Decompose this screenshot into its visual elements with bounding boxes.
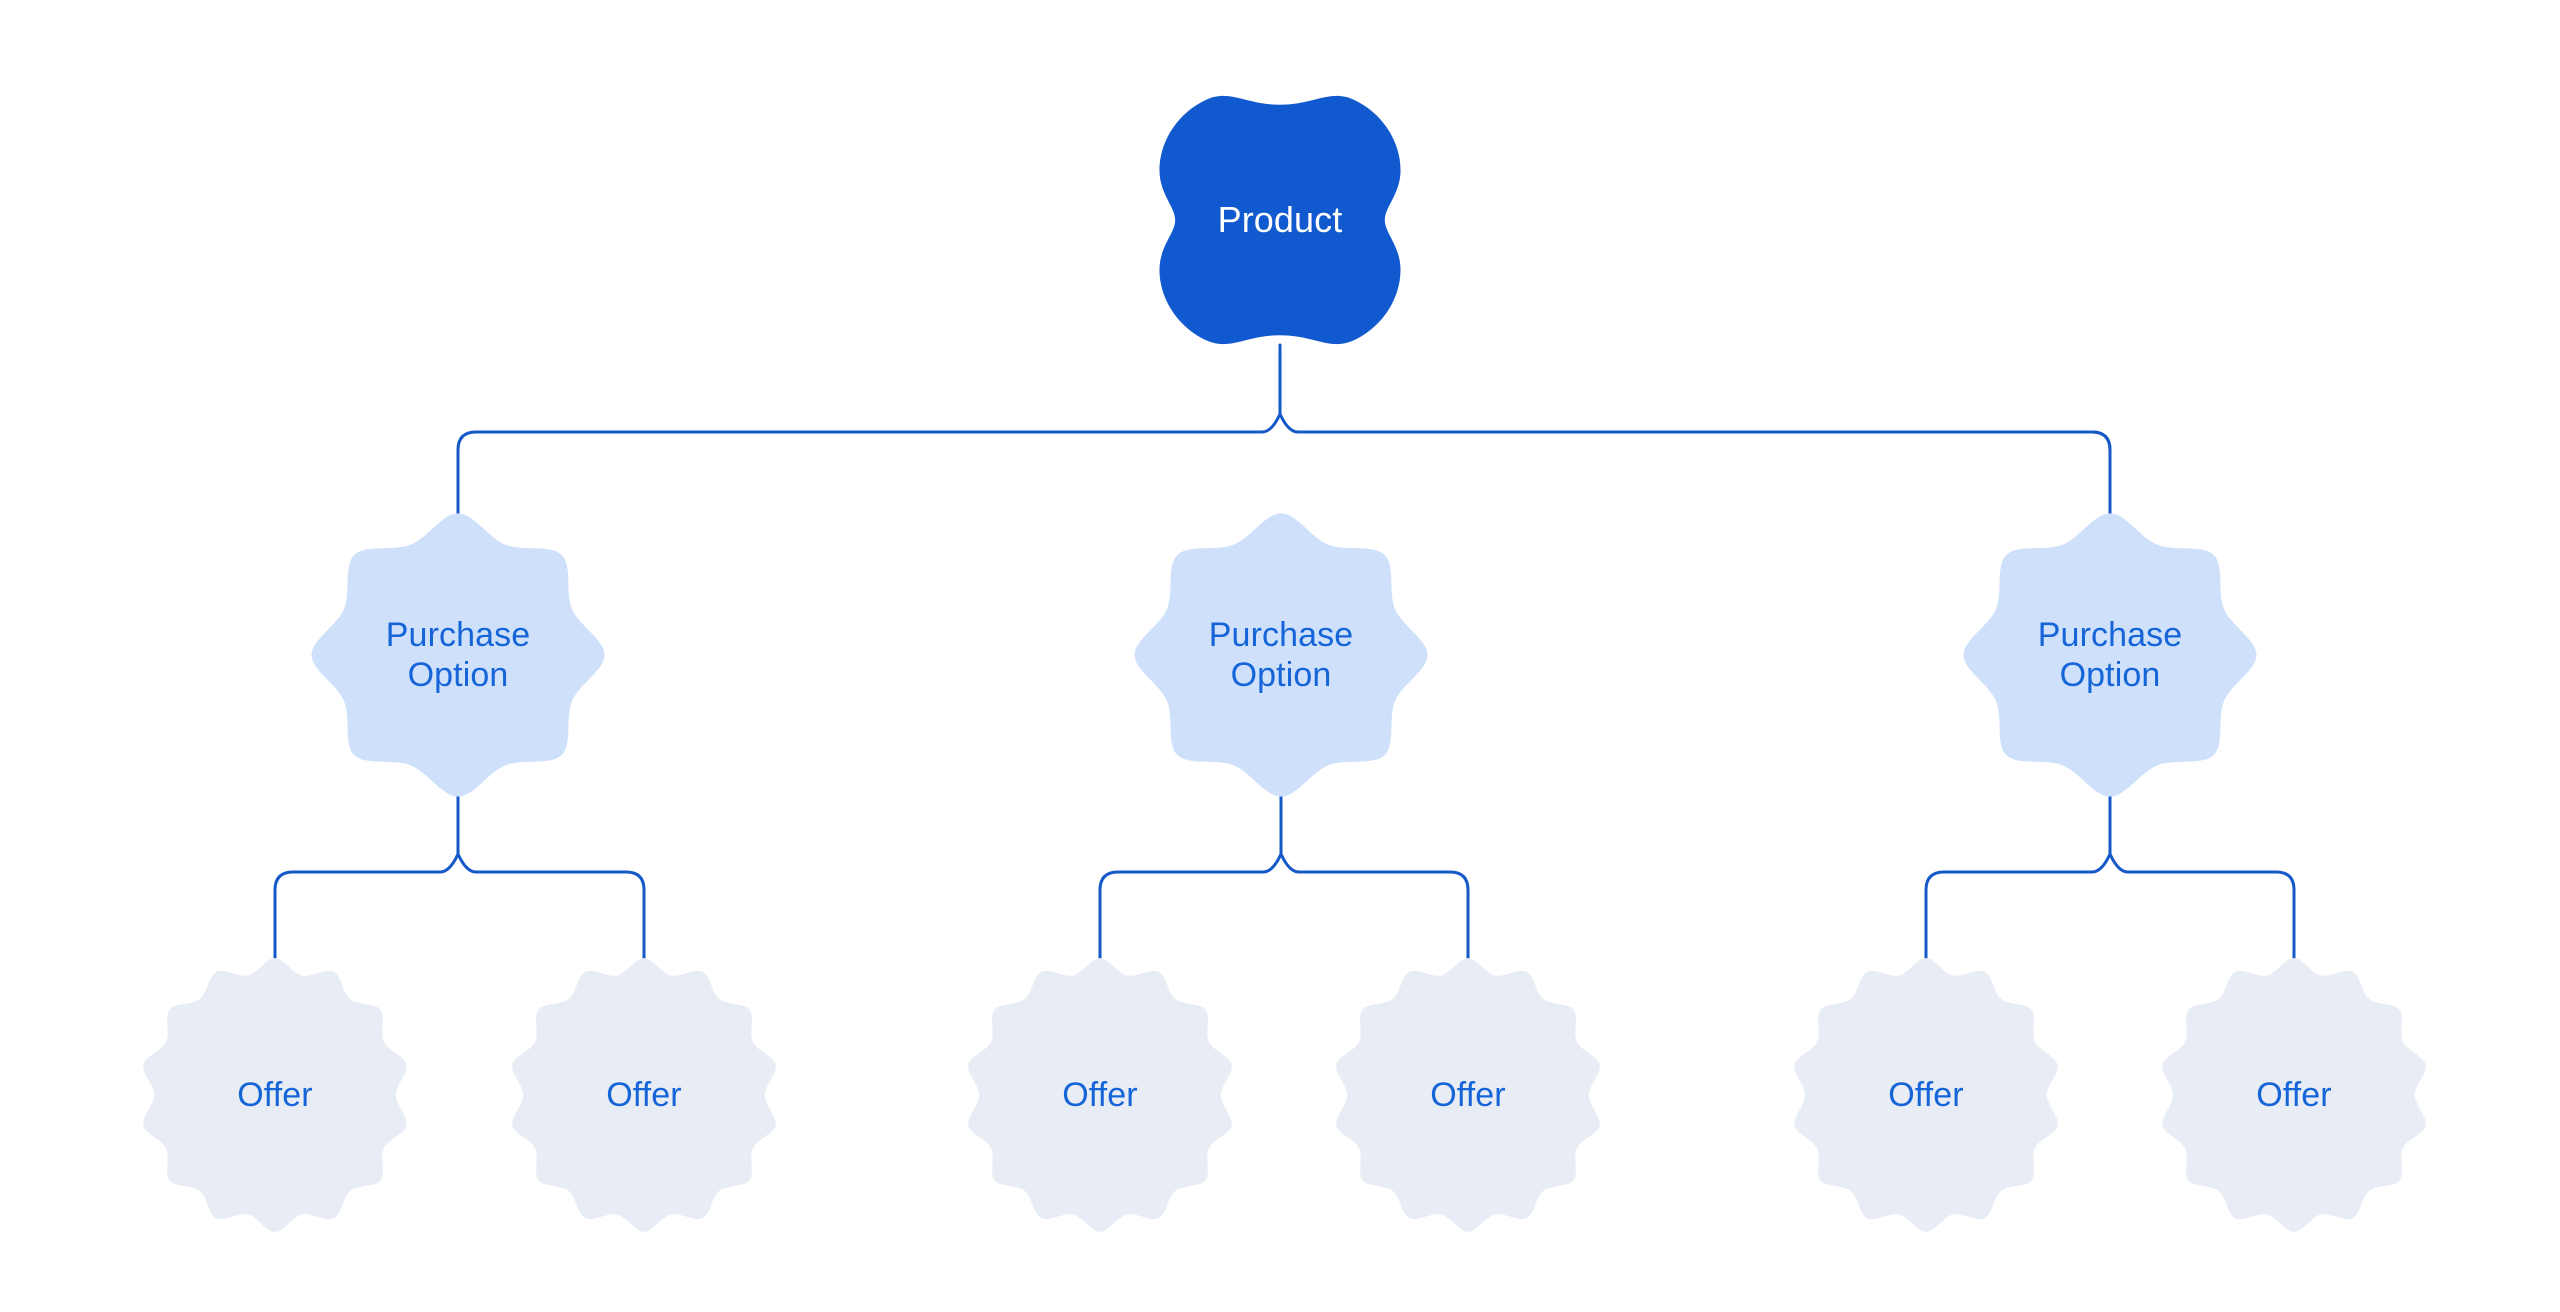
node-offer-1-b[interactable]: Offer: [505, 954, 783, 1236]
offer-blob-shape: [1794, 958, 2058, 1232]
node-offer-3-a[interactable]: Offer: [1787, 954, 2065, 1236]
product-blob-shape: [1159, 95, 1401, 345]
node-purchase-option-2[interactable]: Purchase Option: [1131, 510, 1431, 800]
offer-blob-shape: [143, 958, 407, 1232]
node-purchase-option-2-label: Purchase Option: [1208, 615, 1354, 694]
node-offer-2-a[interactable]: Offer: [961, 954, 1239, 1236]
purchase-option-blob-shape: [1963, 513, 2257, 797]
node-offer-1-a-label: Offer: [237, 1075, 313, 1114]
node-offer-3-b-label: Offer: [2256, 1075, 2332, 1114]
node-product-label: Product: [1217, 198, 1343, 240]
node-offer-2-b[interactable]: Offer: [1329, 954, 1607, 1236]
purchase-option-blob-shape: [311, 513, 605, 797]
offer-blob-shape: [968, 958, 1232, 1232]
node-offer-2-a-label: Offer: [1062, 1075, 1138, 1114]
purchase-option-blob-shape: [1134, 513, 1428, 797]
node-offer-3-a-label: Offer: [1888, 1075, 1964, 1114]
node-product[interactable]: Product: [1149, 89, 1411, 351]
offer-blob-shape: [1336, 958, 1600, 1232]
node-purchase-option-1-label: Purchase Option: [385, 615, 531, 694]
node-purchase-option-3[interactable]: Purchase Option: [1960, 510, 2260, 800]
node-offer-2-b-label: Offer: [1430, 1075, 1506, 1114]
node-offer-1-b-label: Offer: [606, 1075, 682, 1114]
offer-blob-shape: [2162, 958, 2426, 1232]
node-purchase-option-3-label: Purchase Option: [2037, 615, 2183, 694]
node-offer-3-b[interactable]: Offer: [2155, 954, 2433, 1236]
offer-blob-shape: [512, 958, 776, 1232]
node-offer-1-a[interactable]: Offer: [136, 954, 414, 1236]
node-purchase-option-1[interactable]: Purchase Option: [308, 510, 608, 800]
